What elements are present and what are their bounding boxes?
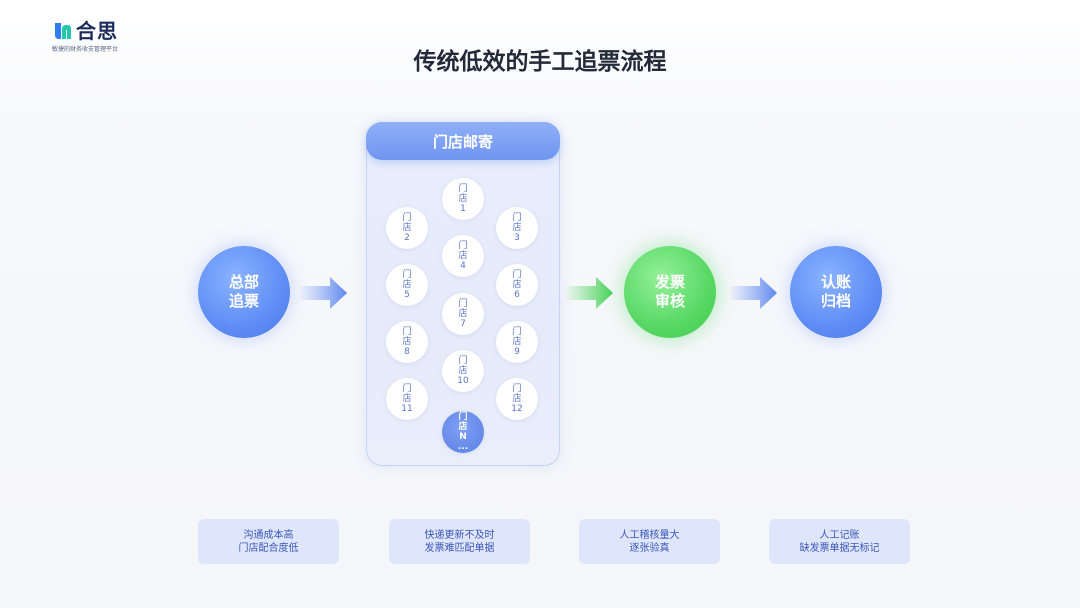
store-label-line2: 店 xyxy=(458,422,468,432)
store-label-line2: 店 xyxy=(402,337,412,347)
store-label-line2: 店 xyxy=(402,280,412,290)
store-label-line1: 门 xyxy=(402,327,412,337)
store-label-line1: 门 xyxy=(512,270,522,280)
store-label-line2: 店 xyxy=(458,251,468,261)
brand-tagline: 敏捷的财务收支管理平台 xyxy=(52,46,119,53)
store-label-line3: 12 xyxy=(511,404,523,414)
store-label-line3: 7 xyxy=(460,319,466,329)
store-label-line3: 10 xyxy=(457,376,469,386)
problem-line1: 人工记账 xyxy=(819,529,860,541)
store-label-line1: 门 xyxy=(512,327,522,337)
node-hq-line1: 总部 xyxy=(228,273,259,291)
store-label-line2: 店 xyxy=(512,394,522,404)
brand-logo: 合思 敏捷的财务收支管理平台 xyxy=(52,18,132,58)
store-label-line4: ... xyxy=(457,442,469,452)
arrow-right-icon xyxy=(730,277,777,309)
store-label-line1: 门 xyxy=(512,213,522,223)
store-label-line3: 4 xyxy=(460,261,466,271)
arrow-right-icon xyxy=(300,277,347,309)
problem-box-mailing: 快递更新不及时 发票难匹配单据 xyxy=(389,519,530,564)
store-label-line3: 5 xyxy=(404,290,410,300)
problem-line2: 缺发票单据无标记 xyxy=(799,542,880,554)
store-label-line3: 1 xyxy=(460,204,466,214)
store-label-line2: 店 xyxy=(458,194,468,204)
panel-title: 门店邮寄 xyxy=(366,122,560,160)
store-label-line3: 6 xyxy=(514,290,520,300)
store-label-line1: 门 xyxy=(402,213,412,223)
problem-line2: 逐张验真 xyxy=(629,542,670,554)
store-label-line2: 店 xyxy=(402,223,412,233)
store-label-line2: 店 xyxy=(458,366,468,376)
store-label-line1: 门 xyxy=(458,356,468,366)
problem-box-archive: 人工记账 缺发票单据无标记 xyxy=(769,519,910,564)
node-invoice-audit: 发票 审核 xyxy=(624,246,716,338)
node-accounting-archive: 认账 归档 xyxy=(790,246,882,338)
logo-mark-icon xyxy=(55,23,71,39)
node-archive-line2: 归档 xyxy=(820,292,851,310)
store-label-line1: 门 xyxy=(458,299,468,309)
node-audit-line2: 审核 xyxy=(654,292,685,310)
store-label-line1: 门 xyxy=(512,384,522,394)
store-label-line1: 门 xyxy=(458,412,468,422)
problem-box-audit: 人工稽核量大 逐张验真 xyxy=(579,519,720,564)
store-label-line1: 门 xyxy=(402,270,412,280)
node-audit-line1: 发票 xyxy=(654,273,685,291)
problem-line2: 发票难匹配单据 xyxy=(424,542,495,554)
store-label-line2: 店 xyxy=(512,223,522,233)
store-label-line3: 3 xyxy=(514,233,520,243)
node-hq-line2: 追票 xyxy=(228,292,259,310)
store-label-line3: 8 xyxy=(404,347,410,357)
store-label-line1: 门 xyxy=(402,384,412,394)
problem-line1: 沟通成本高 xyxy=(243,529,294,541)
node-archive-line1: 认账 xyxy=(820,273,851,291)
store-label-line2: 店 xyxy=(402,394,412,404)
node-hq-invoice-chasing: 总部 追票 xyxy=(198,246,290,338)
page-title: 传统低效的手工追票流程 xyxy=(413,49,667,75)
store-label-line2: 店 xyxy=(512,280,522,290)
store-label-line1: 门 xyxy=(458,184,468,194)
store-label-line2: 店 xyxy=(458,309,468,319)
store-label-line3: 9 xyxy=(514,347,520,357)
problem-line1: 快递更新不及时 xyxy=(424,529,495,541)
problem-box-hq: 沟通成本高 门店配合度低 xyxy=(198,519,339,564)
brand-name: 合思 xyxy=(76,19,118,43)
store-label-line1: 门 xyxy=(458,241,468,251)
problem-line1: 人工稽核量大 xyxy=(619,529,680,541)
problem-line2: 门店配合度低 xyxy=(238,542,299,554)
arrow-right-icon xyxy=(566,277,613,309)
store-label-line2: 店 xyxy=(512,337,522,347)
store-label-line3: 11 xyxy=(401,404,413,414)
store-label-line3: 2 xyxy=(404,233,410,243)
store-label-line3: N xyxy=(459,432,467,442)
